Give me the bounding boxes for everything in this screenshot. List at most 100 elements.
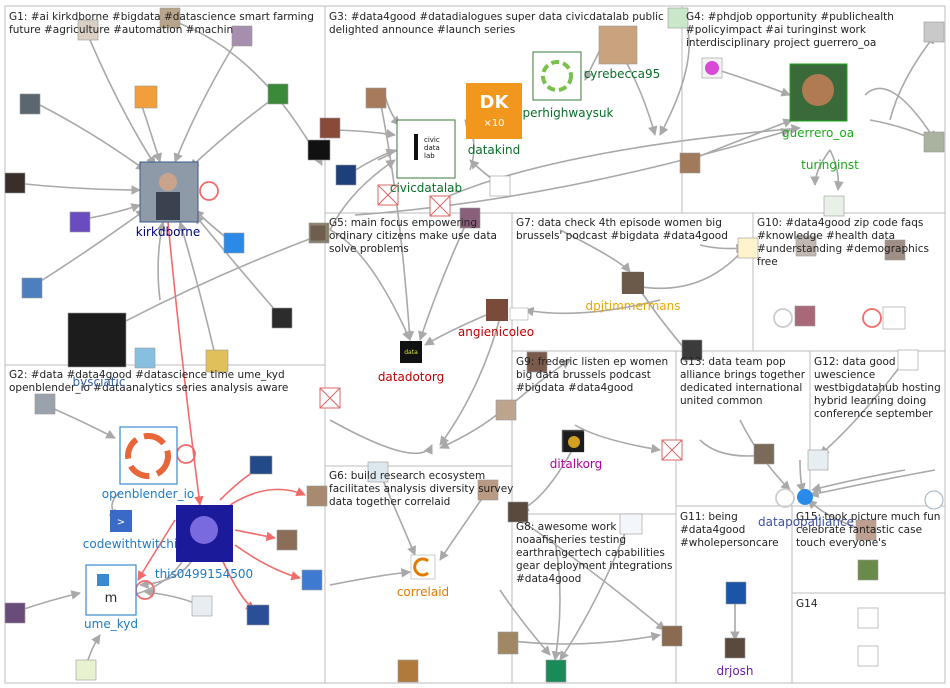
correlaid-node [410,554,436,580]
person-avatar-icon [661,625,683,647]
node-label-civicdatalab: civicdatalab [390,181,462,195]
dpjtimmermans-node [622,272,644,294]
person-avatar-icon [4,172,26,194]
node-label-datakind: datakind [468,143,521,157]
svg-text:DK: DK [480,92,510,113]
ume-kyd-node: m [85,564,137,616]
self-loop-icon [773,308,793,328]
group-label-g3: G3: #data4good #datadialogues super data… [329,11,664,36]
person-avatar-icon [598,25,638,65]
self-loop-icon [176,444,196,464]
person-avatar-icon [309,224,327,242]
logo-icon [191,595,213,617]
person-avatar-icon [507,501,529,523]
datakind-node: DK ×10 [466,83,522,139]
logo-icon [807,449,829,471]
broken-image-icon [377,184,399,206]
group-label-g10: G10: #data4good zip code faqs#knowledge … [757,217,929,268]
node-label-datapopalliance: datapopalliance [758,515,854,529]
node-label-codewithtwitchi: codewithtwitchi [83,537,178,551]
civicdatalab-node: civic data lab [396,119,456,179]
svg-text:×10: ×10 [483,118,504,129]
node-label-cyrebecca95: cyrebecca95 [584,67,661,81]
logo-icon [545,659,567,683]
broken-images [319,184,683,461]
group-label-g1: G1: #ai kirkdborne #bigdata #datascience… [9,11,314,36]
ditalkorg-node [564,432,584,452]
logo-icon [823,195,845,217]
group-box-g13 [675,350,811,507]
group-label-g11: G11: being#data4good#wholepersoncare [680,511,779,549]
logo-icon [857,645,879,667]
logo-icon [267,83,289,105]
self-loops [135,181,882,600]
person-avatar-icon [923,131,945,153]
logo-icon [307,139,331,161]
logo-icon [246,604,270,626]
group-boxes [4,5,946,684]
major-nodes: > m civic data lab DK ×10 [85,51,848,616]
group-label-g2: G2: #data #data4good #datascience time u… [9,369,288,394]
svg-text:lab: lab [424,152,435,160]
person-avatar-icon [319,117,341,139]
broken-image-icon [319,387,341,409]
node-label-this0499154500: this0499154500 [155,567,253,581]
node-label-dpjtimmermans: dpjtimmermans [586,299,681,313]
logo-icon [367,461,389,483]
node-label-turinginst: turinginst [801,158,859,172]
node-label-correlaid: correlaid [397,585,449,599]
node-label-openblender-io: openblender_io [102,487,195,501]
person-avatar-icon [794,305,816,327]
logo-icon [619,513,643,535]
codewithtwitchi-node: > [110,510,132,532]
self-loop-icon [199,181,219,201]
node-labels: kirkdborne openblender_io codewithtwitch… [73,67,860,678]
group-labels: G1: #ai kirkdborne #bigdata #datascience… [9,11,941,610]
person-avatar-icon [526,351,548,373]
self-loop-icon [862,308,882,328]
this0499154500-node [176,505,233,562]
openblender-node [119,426,178,485]
person-avatar-icon [923,21,945,43]
person-avatar-icon [477,479,499,501]
person-avatar-icon [679,152,701,174]
logo-icon [667,7,689,29]
group-box-g15 [791,505,946,594]
group-label-g4: G4: #phdjob opportunity #publichealth#po… [686,11,894,49]
logo-icon [924,490,944,510]
node-label-angienicoleo: angienicoleo [458,325,534,339]
datapopalliance-node [797,489,813,505]
node-label-kirkdborne: kirkdborne [136,225,200,239]
person-avatar-icon [397,659,419,683]
svg-text:civic: civic [424,136,440,144]
person-avatar-icon [497,631,519,655]
logo-icon [897,349,919,371]
angienicoleo-node [486,299,529,321]
logo-icon [882,306,906,330]
person-avatar-icon [737,237,759,259]
logo-icon [205,349,229,373]
person-avatar-icon [77,19,99,41]
logo-icon [75,659,97,681]
person-avatar-icon [857,559,879,581]
person-avatar-icon [795,235,817,257]
logo-icon [335,164,357,186]
logo-icon [705,61,719,75]
person-avatar-icon [19,93,41,115]
person-avatar-icon [855,519,877,541]
node-label-datadotorg: datadotorg [378,370,444,384]
node-label-bysciatic: bysciatic [73,375,126,389]
broken-image-icon [661,439,683,461]
logo-icon [134,85,158,109]
person-avatar-icon [34,393,56,415]
node-label-perhighwaysuk: perhighwaysuk [523,106,614,120]
